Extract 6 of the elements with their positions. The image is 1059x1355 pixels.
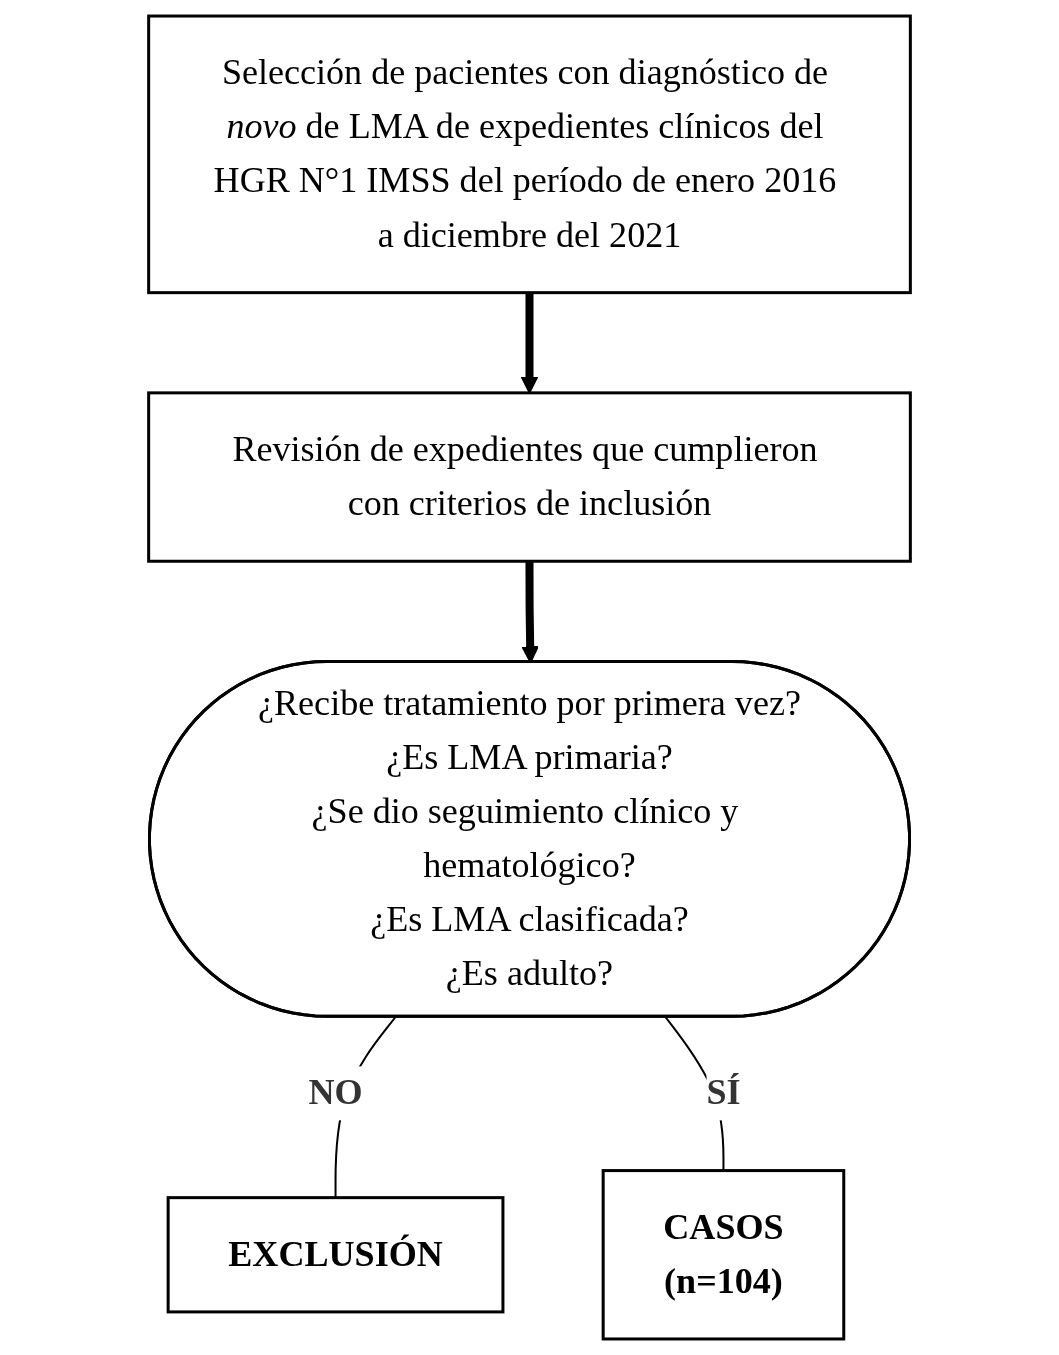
- node-box: CASOS (n=104): [601, 1169, 846, 1341]
- node-box: EXCLUSIÓN: [166, 1196, 505, 1314]
- node-box: Selección de pacientes con diagnóstico de novo de LMA de expedientes clínicos del HGR N°1 IMSS del período de enero 2016 a diciembre del 2021: [147, 14, 912, 295]
- edge-label: SÍ: [706, 1072, 741, 1113]
- node-box: Revisión de expedientes que cumplieron con criterios de inclusión: [147, 391, 912, 563]
- edge-label: NO: [308, 1072, 363, 1113]
